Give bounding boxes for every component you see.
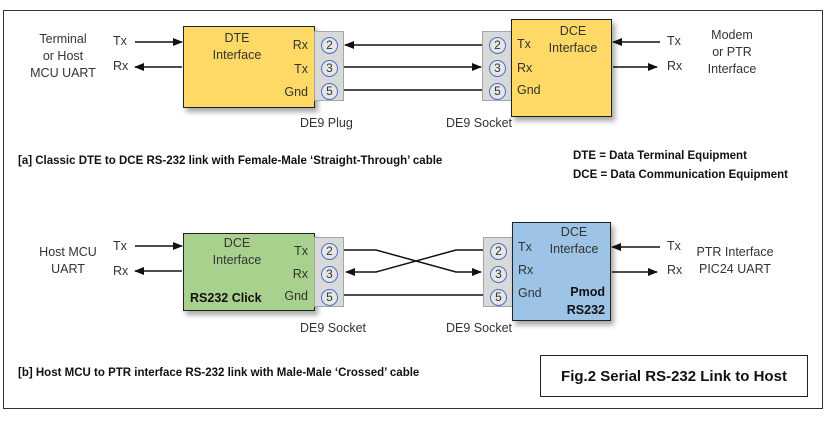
b-click-pin-tx: Tx [294,244,308,258]
a-caption: [a] Classic DTE to DCE RS-232 link with … [18,155,443,167]
b-pmod-title: DCE Interface [539,224,609,258]
b-click-pin-gnd: Gnd [284,289,308,303]
a-socket-pin-2: 2 [489,37,506,54]
a-left-device-line1: Terminal [39,32,87,46]
b-rs232-click-box: DCE Interface Tx Rx Gnd RS232 Click [183,233,315,311]
b-pmod-pin-tx: Tx [518,240,532,254]
a-left-tx-label: Tx [113,34,127,48]
b-pmod-pin-gnd: Gnd [518,286,542,300]
a-dce-interface-box: Tx Rx Gnd DCE Interface [511,19,612,117]
a-dte-title-line2: Interface [212,47,262,62]
a-dte-interface-box: DTE Interface Rx Tx Gnd [183,26,315,108]
a-dce-pin-tx: Tx [517,37,531,51]
b-left-device-line1: Host MCU [39,245,97,259]
b-click-title-line2: Interface [212,252,262,267]
a-dte-pin-rx: Rx [292,38,308,52]
figure-title: Fig.2 Serial RS-232 Link to Host [561,367,787,385]
a-dce-pin-gnd: Gnd [517,83,541,97]
b-pmod-title-line2: Interface [549,241,599,256]
a-socket-pin-3: 3 [489,60,506,77]
a-plug-pin-3: 3 [321,60,338,77]
b-left-rx-label: Rx [113,264,129,278]
b-left-pin-2: 2 [321,243,338,260]
a-right-device-line1: Modem [711,28,753,42]
a-de9-plug-label: DE9 Plug [300,116,353,130]
b-pmod-name: Pmod RS232 [567,283,605,319]
b-pmod-name-line1: Pmod [570,285,605,299]
a-right-device-line3: Interface [707,61,757,76]
a-de9-socket-label: DE9 Socket [446,116,513,130]
a-dce-title-line1: DCE [559,24,587,38]
figure-title-box: Fig.2 Serial RS-232 Link to Host [540,355,808,397]
b-left-device-line2: UART [51,261,85,276]
b-wire-right2-to-left3 [345,249,483,276]
a-de9-plug: 2 3 5 [314,31,344,101]
a-dce-title-line2: Interface [548,40,598,55]
a-left-rx-label: Rx [113,59,129,73]
a-socket-pin-5: 5 [489,83,506,100]
b-right-pin-3: 3 [490,266,507,283]
a-left-device-line3: MCU UART [30,65,96,80]
a-dte-pin-tx: Tx [294,62,308,76]
b-right-tx-label: Tx [667,239,681,253]
b-caption: [b] Host MCU to PTR interface RS-232 lin… [18,367,420,379]
b-right-de9-socket: 2 3 5 [483,237,513,307]
b-right-device-line2: PIC24 UART [698,261,771,276]
b-click-title-line1: DCE [223,236,251,250]
a-left-device-label: Terminal or Host MCU UART [28,31,98,82]
b-left-de9-socket: 2 3 5 [314,237,344,307]
a-plug-pin-5: 5 [321,83,338,100]
b-pmod-pin-rx: Rx [518,263,534,277]
b-left-pin-5: 5 [321,289,338,306]
a-plug-pin-2: 2 [321,37,338,54]
b-left-de9-label: DE9 Socket [300,321,367,335]
b-click-title: DCE Interface [202,235,272,269]
a-dce-pin-rx: Rx [517,61,533,75]
b-click-name: RS232 Click [190,291,262,305]
a-right-tx-label: Tx [667,34,681,48]
a-right-rx-label: Rx [667,59,683,73]
a-dte-pin-gnd: Gnd [284,85,308,99]
b-left-tx-label: Tx [113,239,127,253]
b-right-device-line1: PTR Interface [696,245,774,259]
b-right-rx-label: Rx [667,263,683,277]
figure-frame [3,10,823,409]
b-right-pin-2: 2 [490,243,507,260]
a-left-device-line2: or Host [42,48,84,63]
b-left-pin-3: 3 [321,266,338,283]
a-right-device-line2: or PTR [712,44,752,59]
b-click-pin-rx: Rx [292,267,308,281]
b-pmod-rs232-box: Tx Rx Gnd DCE Interface Pmod RS232 [512,222,611,321]
a-dte-title: DTE Interface [202,30,272,64]
legend-dce: DCE = Data Communication Equipment [573,169,789,181]
a-dte-title-line1: DTE [224,31,250,45]
b-right-pin-5: 5 [490,289,507,306]
b-wire-left2-to-right3 [344,249,482,276]
b-pmod-title-line1: DCE [560,225,588,239]
legend-dte: DTE = Data Terminal Equipment [573,150,747,162]
b-pmod-name-line2: RS232 [566,303,605,318]
b-right-de9-label: DE9 Socket [446,321,513,335]
a-dce-title: DCE Interface [538,23,608,57]
a-right-device-label: Modem or PTR Interface [697,27,767,78]
a-de9-socket: 2 3 5 [482,31,512,101]
b-right-device-label: PTR Interface PIC24 UART [690,244,780,278]
b-left-device-label: Host MCU UART [33,244,103,278]
